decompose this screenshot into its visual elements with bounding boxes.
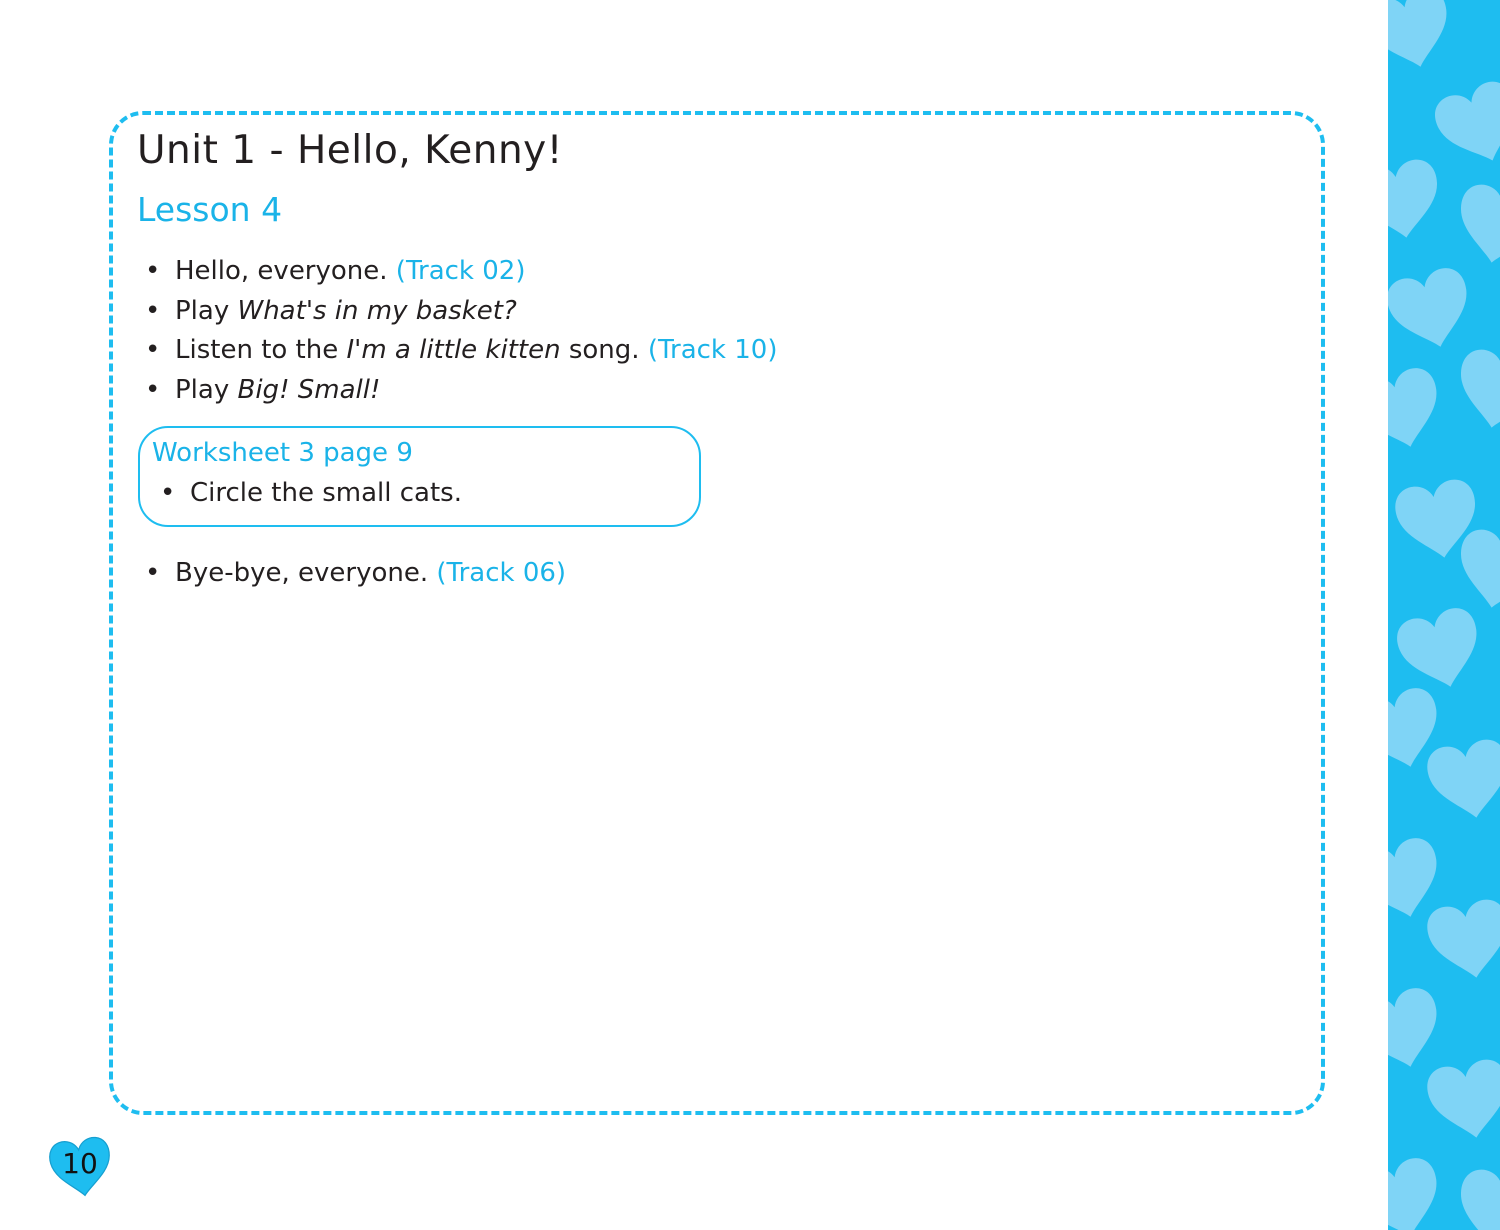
activity-text: Listen to the: [175, 335, 347, 365]
page-number: 10: [62, 1147, 98, 1180]
worksheet-title: Worksheet 3 page 9: [152, 438, 413, 468]
page-number-badge: 10: [45, 1135, 111, 1197]
worksheet-list: Circle the small cats.: [160, 478, 462, 508]
activity-text: song.: [560, 335, 648, 365]
lesson-heading: Lesson 4: [137, 190, 283, 229]
list-item: Bye-bye, everyone. (Track 06): [145, 554, 566, 593]
list-item: Play What's in my basket?: [145, 292, 777, 332]
activity-list: Hello, everyone. (Track 02) Play What's …: [145, 252, 777, 410]
game-title: What's in my basket?: [237, 295, 517, 326]
list-item: Play Big! Small!: [145, 371, 777, 411]
activity-text: Hello, everyone.: [175, 256, 396, 286]
activity-text: Play: [175, 295, 238, 326]
track-reference: (Track 10): [647, 335, 778, 365]
track-reference: (Track 02): [395, 256, 526, 286]
list-item: Hello, everyone. (Track 02): [145, 252, 777, 292]
activity-text: Bye-bye, everyone.: [175, 558, 437, 588]
hearts-decoration-icon: [1388, 0, 1500, 1230]
track-reference: (Track 06): [436, 558, 567, 588]
song-title: I'm a little kitten: [346, 335, 561, 365]
heart-pattern-border: [1388, 0, 1500, 1230]
worksheet-box: Worksheet 3 page 9 Circle the small cats…: [138, 426, 701, 527]
activity-text: Play: [175, 374, 238, 405]
list-item: Listen to the I'm a little kitten song. …: [145, 331, 777, 371]
closing-list: Bye-bye, everyone. (Track 06): [145, 554, 566, 593]
list-item: Circle the small cats.: [160, 478, 462, 508]
game-title: Big! Small!: [237, 374, 381, 405]
heart-icon: [49, 1136, 110, 1197]
unit-title: Unit 1 - Hello, Kenny!: [137, 128, 563, 173]
dashed-lesson-frame: [109, 111, 1325, 1115]
